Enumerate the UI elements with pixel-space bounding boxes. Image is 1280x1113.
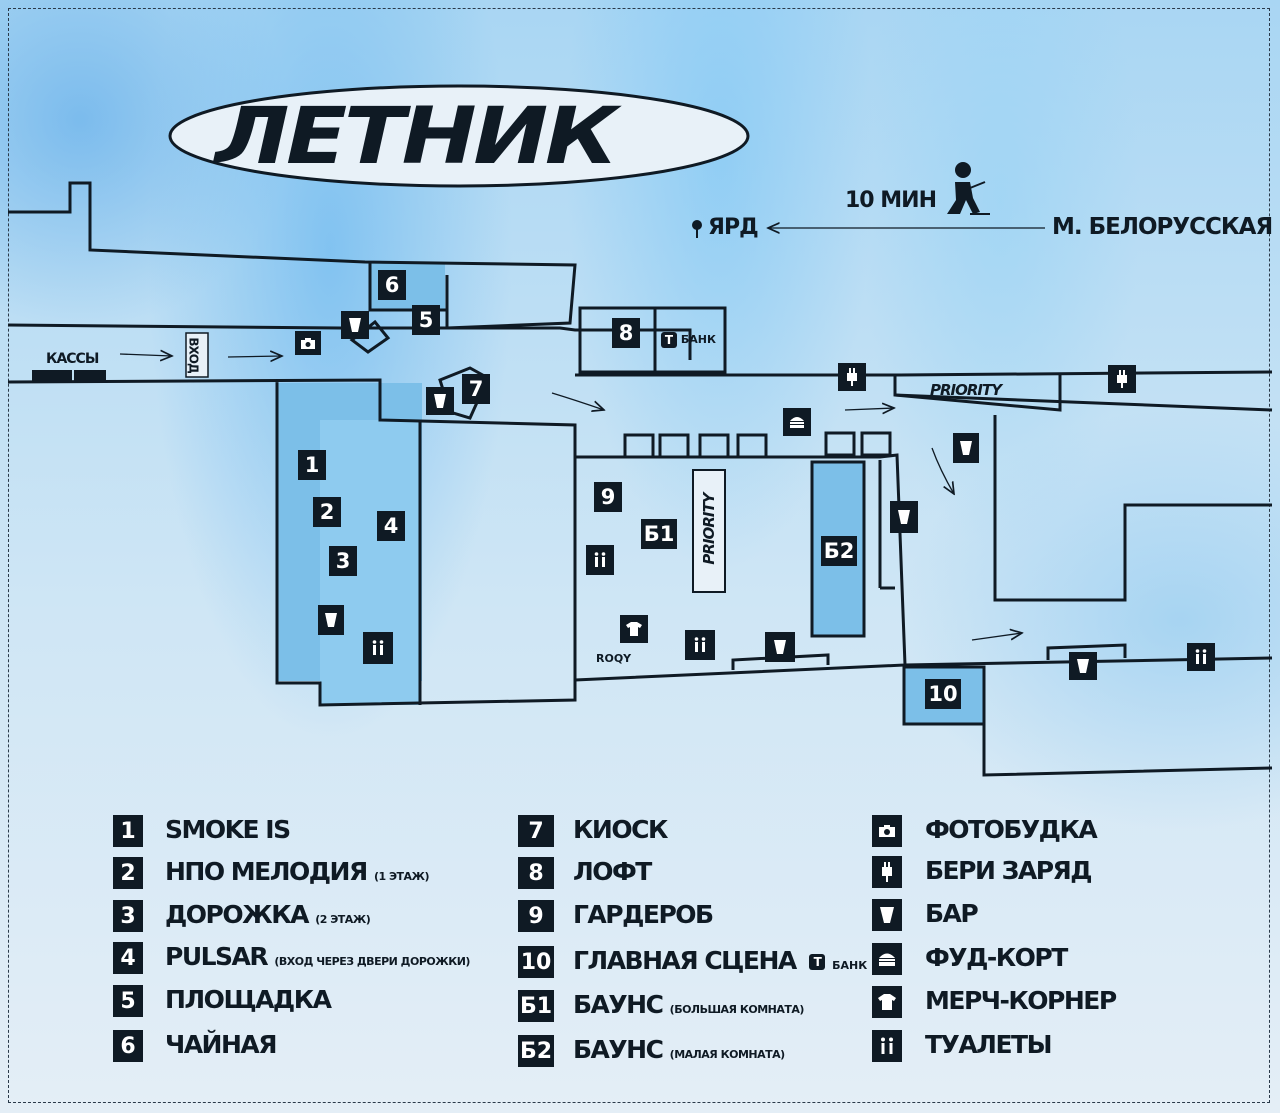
marker-b2[interactable]: Б2 bbox=[821, 536, 857, 566]
legend-item: ЧАЙНАЯ bbox=[165, 1030, 278, 1059]
legend-item: ТУАЛЕТЫ bbox=[925, 1030, 1052, 1059]
legend-key: 2 bbox=[113, 857, 143, 889]
charger-icon[interactable] bbox=[838, 363, 866, 391]
legend-key: 5 bbox=[113, 985, 143, 1017]
bar-cup-icon[interactable] bbox=[426, 387, 454, 415]
legend-item: БАУНС (БОЛЬШАЯ КОМНАТА) bbox=[573, 990, 804, 1019]
toilet-icon bbox=[872, 1030, 902, 1062]
priority-label-top: PRIORITY bbox=[930, 381, 1002, 399]
legend-item: ФУД-КОРТ bbox=[925, 943, 1068, 972]
tshirt-icon[interactable] bbox=[620, 615, 648, 643]
burger-icon[interactable] bbox=[783, 408, 811, 436]
marker-6[interactable]: 6 bbox=[378, 270, 406, 300]
legend-item: ФОТОБУДКА bbox=[925, 815, 1098, 844]
legend-item: ДОРОЖКА (2 ЭТАЖ) bbox=[165, 900, 371, 929]
legend-item: ГЛАВНАЯ СЦЕНА Т БАНК bbox=[573, 946, 868, 975]
legend-item: НПО МЕЛОДИЯ (1 ЭТАЖ) bbox=[165, 857, 430, 886]
marker-7[interactable]: 7 bbox=[462, 374, 490, 404]
legend-key: 1 bbox=[113, 815, 143, 847]
legend-key: 6 bbox=[113, 1030, 143, 1062]
toilet-icon[interactable] bbox=[586, 545, 614, 575]
bar-cup-icon bbox=[872, 899, 902, 931]
legend-key: 4 bbox=[113, 942, 143, 974]
marker-b1[interactable]: Б1 bbox=[641, 519, 677, 549]
kassy-label: КАССЫ bbox=[46, 351, 99, 367]
charger-icon bbox=[872, 856, 902, 888]
charger-icon[interactable] bbox=[1108, 365, 1136, 393]
tshirt-icon bbox=[872, 986, 902, 1018]
camera-icon bbox=[872, 815, 902, 847]
bar-cup-icon[interactable] bbox=[1069, 652, 1097, 680]
walking-person-icon bbox=[947, 162, 990, 215]
legend-item: PULSAR (ВХОД ЧЕРЕЗ ДВЕРИ ДОРОЖКИ) bbox=[165, 942, 470, 971]
marker-2[interactable]: 2 bbox=[313, 497, 341, 527]
tbank-logo-icon: Т bbox=[661, 332, 677, 348]
legend-item: ПЛОЩАДКА bbox=[165, 985, 332, 1014]
metro-station: М. БЕЛОРУССКАЯ bbox=[1052, 214, 1273, 240]
legend-key: 9 bbox=[518, 900, 554, 932]
legend-item: ГАРДЕРОБ bbox=[573, 900, 714, 929]
bar-cup-icon[interactable] bbox=[341, 311, 369, 339]
vhod-label: ВХОД bbox=[186, 337, 201, 373]
walk-time: 10 МИН bbox=[845, 188, 937, 213]
toilet-icon[interactable] bbox=[1187, 643, 1215, 671]
marker-4[interactable]: 4 bbox=[377, 511, 405, 541]
toilet-icon[interactable] bbox=[685, 630, 715, 660]
roqy-label: ROQY bbox=[596, 652, 632, 665]
marker-5[interactable]: 5 bbox=[412, 305, 440, 335]
bar-cup-icon[interactable] bbox=[890, 501, 918, 533]
burger-icon bbox=[872, 943, 902, 975]
logo-ellipse bbox=[168, 84, 750, 188]
marker-9[interactable]: 9 bbox=[594, 482, 622, 512]
legend-item: БАР bbox=[925, 899, 979, 928]
destination-yard: ЯРД bbox=[708, 215, 759, 240]
legend-key: 10 bbox=[518, 946, 554, 978]
legend-key: 7 bbox=[518, 815, 554, 847]
legend-key: 3 bbox=[113, 900, 143, 932]
marker-8[interactable]: 8 bbox=[612, 318, 640, 348]
legend-item: МЕРЧ-КОРНЕР bbox=[925, 986, 1117, 1015]
priority-label-vertical: PRIORITY bbox=[700, 493, 718, 565]
logo-title: ЛЕТНИК bbox=[215, 92, 618, 182]
camera-icon[interactable] bbox=[295, 331, 321, 355]
legend-item: КИОСК bbox=[573, 815, 668, 844]
toilet-icon[interactable] bbox=[363, 632, 393, 664]
legend-item: БЕРИ ЗАРЯД bbox=[925, 856, 1093, 885]
marker-1[interactable]: 1 bbox=[298, 450, 326, 480]
bar-cup-icon[interactable] bbox=[318, 605, 344, 635]
bar-cup-icon[interactable] bbox=[953, 433, 979, 463]
legend-item: ЛОФТ bbox=[573, 857, 652, 886]
marker-10[interactable]: 10 bbox=[925, 679, 961, 709]
legend-key: Б1 bbox=[518, 990, 554, 1022]
legend-item: БАУНС (МАЛАЯ КОМНАТА) bbox=[573, 1035, 785, 1064]
tbank-logo-icon: Т bbox=[808, 954, 825, 970]
bar-cup-icon[interactable] bbox=[765, 632, 795, 662]
bank-label-map: Т БАНК bbox=[661, 332, 716, 348]
legend-item: SMOKE IS bbox=[165, 815, 291, 844]
legend-key: 8 bbox=[518, 857, 554, 889]
marker-3[interactable]: 3 bbox=[329, 546, 357, 576]
legend-key: Б2 bbox=[518, 1035, 554, 1067]
zone-dorozhka bbox=[320, 420, 420, 705]
